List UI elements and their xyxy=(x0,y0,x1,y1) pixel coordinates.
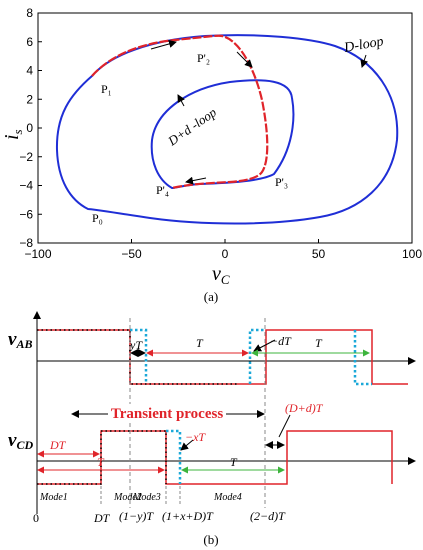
mode-label: Mode1 xyxy=(39,492,68,503)
vab-cyan-pulse xyxy=(130,328,148,384)
vab-waveform xyxy=(37,329,408,385)
vab-cyan-pulse xyxy=(353,330,372,386)
x-tick-label: 50 xyxy=(312,247,326,261)
vab-cyan-pulse xyxy=(248,328,266,384)
x-axis-label: vC xyxy=(212,263,230,287)
mode-label: Mode2 xyxy=(113,492,142,503)
vcd-waveform xyxy=(37,430,393,485)
direction-arrow xyxy=(150,40,177,50)
vcd-label: vCD xyxy=(8,430,33,452)
point-label-p3: P'₃ xyxy=(275,175,288,189)
time-tick-label: (2−d)T xyxy=(250,509,286,523)
outer-d-loop-curve xyxy=(55,34,399,225)
yt-label: yT xyxy=(129,338,143,352)
d-loop-pointer xyxy=(360,54,369,68)
y-tick-label: 6 xyxy=(26,35,33,49)
time-tick-label: 0 xyxy=(33,511,39,525)
transient-label: Transient process xyxy=(111,406,224,422)
y-tick-label: 2 xyxy=(26,92,33,106)
t-label-bottom-2: T xyxy=(230,455,238,469)
transient-trajectory xyxy=(91,34,269,190)
point-label-p1: P₁ xyxy=(101,82,112,96)
d-loop-label: D-loop xyxy=(342,34,385,56)
x-tick-label: 100 xyxy=(402,247,422,261)
point-label-p0: P₀ xyxy=(92,211,103,225)
vcd-ideal-waveform xyxy=(37,430,167,485)
y-ticks xyxy=(38,12,42,244)
transient-label-bg xyxy=(108,404,226,422)
minus-xt-label: −xT xyxy=(185,430,206,444)
y-tick-label: 0 xyxy=(26,121,33,135)
vab-label: vAB xyxy=(8,329,32,351)
mode-label: Mode3 xyxy=(132,492,161,503)
t-label-top-2: T xyxy=(315,336,323,350)
x-tick-label: −100 xyxy=(24,247,51,261)
y-tick-label: −6 xyxy=(19,207,33,221)
dd-t-label: (D+d)T xyxy=(285,401,324,415)
minus-xt-pointer xyxy=(180,439,194,451)
point-label-p4: P'₄ xyxy=(156,183,169,197)
caption-b: (b) xyxy=(203,532,218,547)
x-ticks xyxy=(37,239,413,243)
y-tick-label: −4 xyxy=(19,179,33,193)
time-tick-label: (1+x+D)T xyxy=(162,509,214,523)
panel-b: vAB vCD Transient process yT T −dT T DT xyxy=(8,311,416,547)
vab-ideal-waveform xyxy=(37,329,238,385)
minus-dt-pointer xyxy=(253,339,276,352)
x-tick-label: 0 xyxy=(222,247,229,261)
direction-arrow xyxy=(185,176,207,185)
dt-label: DT xyxy=(49,438,67,452)
minus-dt-label: −dT xyxy=(270,334,292,348)
mode-label: Mode4 xyxy=(213,492,242,503)
time-tick-label: (1−y)T xyxy=(119,509,154,523)
y-tick-label: 4 xyxy=(26,64,33,78)
t-label-top: T xyxy=(196,336,204,350)
vcd-cyan-pulse xyxy=(166,429,182,484)
caption-a: (a) xyxy=(204,289,218,304)
direction-arrow xyxy=(236,51,253,68)
t-label-bottom: T xyxy=(97,455,105,469)
y-axis-label: is xyxy=(1,129,25,140)
y-tick-label: −2 xyxy=(19,150,33,164)
x-tick-label: −50 xyxy=(121,247,142,261)
dd-loop-pointer xyxy=(177,94,185,107)
y-tick-label: −8 xyxy=(19,236,33,250)
dd-t-pointer xyxy=(278,414,291,438)
time-tick-label: DT xyxy=(93,511,111,525)
point-label-p2: P'₂ xyxy=(197,51,210,65)
panel-a: −100 −50 0 50 100 8 6 4 2 0 −2 −4 −6 −8 … xyxy=(1,6,422,304)
dd-loop-label: D+d -loop xyxy=(164,104,219,149)
y-tick-label: 8 xyxy=(26,6,33,20)
